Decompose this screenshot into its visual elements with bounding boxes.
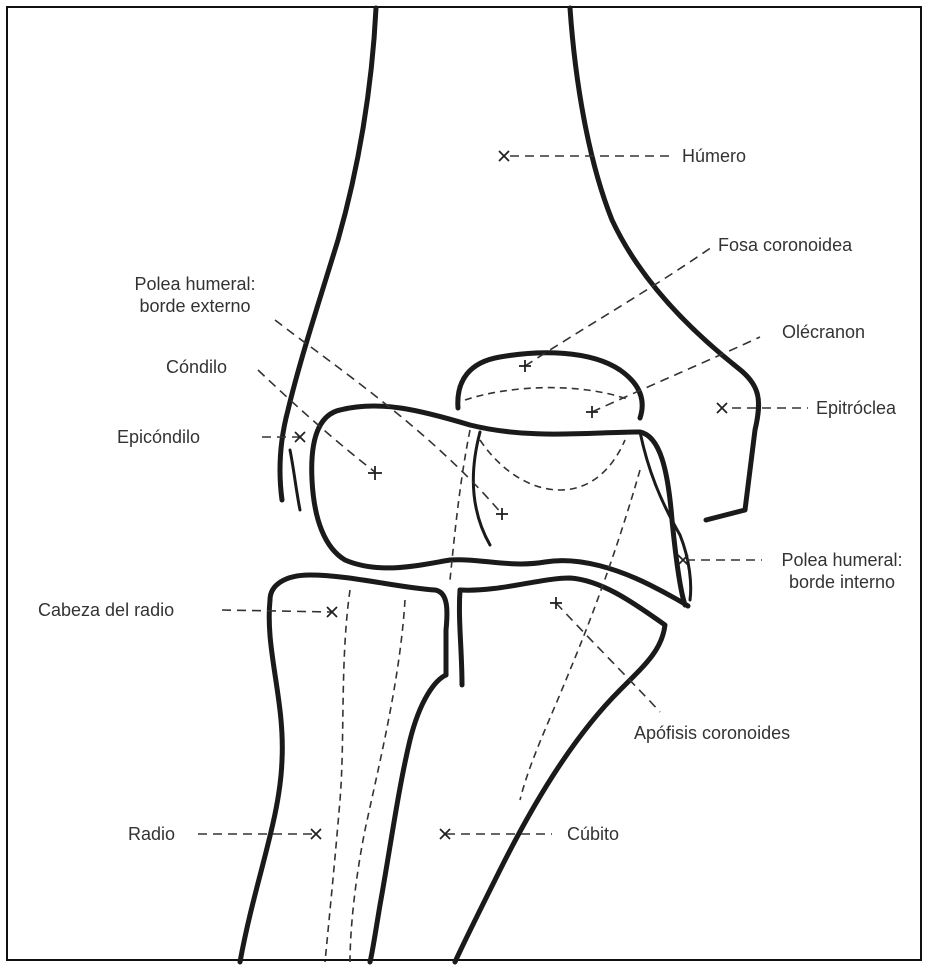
marker-humero: [499, 151, 509, 161]
radius-head: [270, 575, 447, 675]
marker-condilo: [368, 466, 382, 480]
leader-apofisis: [556, 603, 660, 712]
label-epitroclea: Epitróclea: [816, 397, 896, 419]
label-polea-interno-line1: Polea humeral:: [762, 549, 922, 571]
trochlea-groove-internal: [640, 432, 691, 600]
label-polea-externo: Polea humeral: borde externo: [100, 273, 290, 317]
leader-cabeza: [222, 610, 332, 612]
marker-radio: [311, 829, 321, 839]
epicondyle-ridge: [290, 450, 300, 510]
label-apofisis-coronoides: Apófisis coronoides: [634, 722, 790, 744]
leader-polea-externo: [275, 320, 502, 514]
label-polea-interno-line2: borde interno: [762, 571, 922, 593]
label-polea-externo-line1: Polea humeral:: [100, 273, 290, 295]
label-fosa-coronoidea: Fosa coronoidea: [718, 234, 852, 256]
marker-fosa: [519, 360, 531, 372]
leader-fosa: [525, 247, 712, 366]
marker-epitroclea: [717, 403, 727, 413]
trochlea-rim-hidden: [480, 440, 625, 490]
olecranon-fossa-hidden: [465, 388, 630, 400]
ulna-coronoid-edge: [455, 578, 665, 962]
label-radio: Radio: [128, 823, 175, 845]
label-olecranon: Olécranon: [782, 321, 865, 343]
condyle-outline: [312, 406, 688, 606]
trochlea-groove-external: [473, 432, 490, 545]
ulna-notch: [459, 590, 462, 685]
humerus-outline-medial: [570, 8, 759, 520]
leader-olecranon: [592, 337, 760, 412]
radius-hidden-1: [325, 590, 350, 962]
label-polea-interno: Polea humeral: borde interno: [762, 549, 922, 593]
label-cubito: Cúbito: [567, 823, 619, 845]
marker-olecranon: [586, 406, 598, 418]
label-condilo: Cóndilo: [166, 356, 227, 378]
radius-medial-edge: [370, 675, 446, 962]
trochlea-dome: [458, 353, 642, 418]
label-cabeza-del-radio: Cabeza del radio: [38, 599, 174, 621]
ulna-hidden-1: [520, 470, 640, 800]
label-epicondilo: Epicóndilo: [117, 426, 200, 448]
humerus-outline-lateral: [280, 8, 376, 500]
radius-lateral-edge: [240, 600, 282, 962]
leader-condilo: [258, 370, 375, 472]
label-humero: Húmero: [682, 145, 746, 167]
label-polea-externo-line2: borde externo: [100, 295, 290, 317]
